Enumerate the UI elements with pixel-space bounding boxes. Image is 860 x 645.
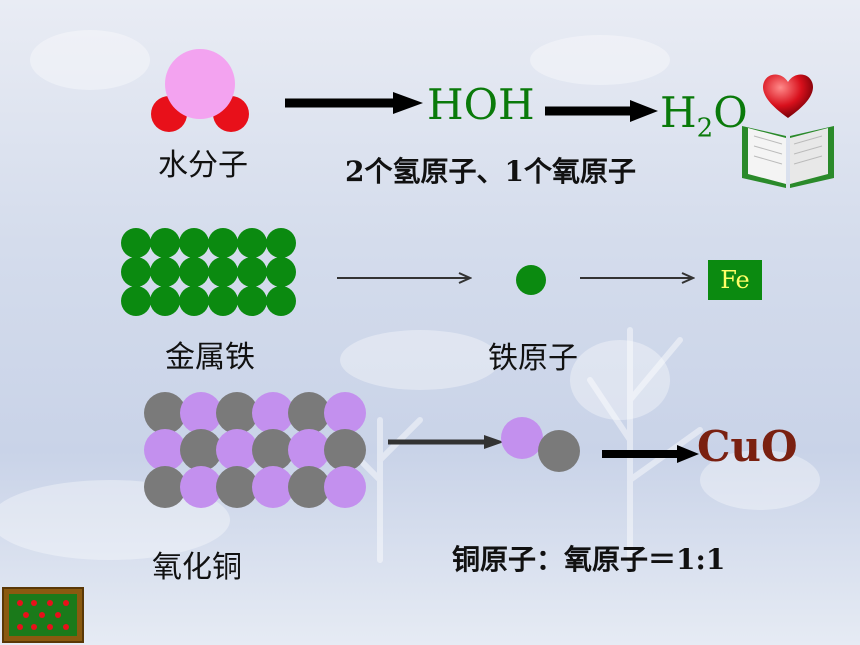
copper-oxide-lattice bbox=[144, 392, 366, 508]
oxygen-atom bbox=[144, 429, 186, 471]
copper-oxide-label: 氧化铜 bbox=[152, 550, 242, 585]
cuo-ratio-text: 铜原子：氧原子＝1:1 bbox=[452, 543, 726, 576]
slide-nav-button[interactable] bbox=[2, 587, 84, 643]
oxygen-atom bbox=[324, 466, 366, 508]
iron-atom bbox=[266, 228, 296, 258]
arrow-hoh-to-h2o bbox=[545, 100, 658, 122]
water-molecule bbox=[151, 49, 249, 132]
iron-atom bbox=[208, 257, 238, 287]
arrow-cuo-to-molecule bbox=[388, 435, 504, 449]
iron-atom bbox=[121, 228, 151, 258]
iron-atom bbox=[179, 286, 209, 316]
iron-atom bbox=[237, 286, 267, 316]
copper-atom bbox=[252, 429, 294, 471]
oxygen-atom bbox=[216, 429, 258, 471]
copper-atom bbox=[324, 429, 366, 471]
iron-atom bbox=[208, 286, 238, 316]
fe-symbol-box: Fe bbox=[708, 260, 762, 300]
arrow-molecule-to-cuo bbox=[602, 445, 699, 463]
oxygen-atom bbox=[252, 466, 294, 508]
oxygen-atom bbox=[501, 417, 543, 459]
oxygen-atom bbox=[252, 392, 294, 434]
copper-atom bbox=[216, 466, 258, 508]
metal-iron-lattice bbox=[121, 228, 296, 316]
oxygen-atom bbox=[165, 49, 235, 119]
copper-oxide-molecule bbox=[501, 417, 580, 472]
copper-atom bbox=[216, 392, 258, 434]
iron-atom bbox=[237, 228, 267, 258]
copper-atom bbox=[144, 466, 186, 508]
water-molecule-label: 水分子 bbox=[158, 148, 248, 183]
iron-atom bbox=[150, 228, 180, 258]
heart-book-icon bbox=[742, 74, 834, 188]
formula-cuo: CuO bbox=[697, 422, 798, 471]
arrow-atom-to-fe bbox=[580, 272, 695, 284]
formula-h2o-o: O bbox=[713, 88, 748, 137]
formula-hoh: HOH bbox=[427, 80, 535, 129]
iron-atom bbox=[266, 257, 296, 287]
iron-atom bbox=[208, 228, 238, 258]
formula-h2o-subscript: 2 bbox=[696, 113, 714, 144]
heart-icon bbox=[763, 74, 813, 118]
oxygen-atom bbox=[180, 392, 222, 434]
iron-atom bbox=[121, 286, 151, 316]
iron-atom bbox=[237, 257, 267, 287]
water-composition-text: 2个氢原子、1个氧原子 bbox=[345, 155, 636, 188]
formula-h2o: H2O bbox=[660, 88, 748, 143]
formula-h2o-h: H bbox=[660, 88, 697, 137]
copper-atom bbox=[288, 392, 330, 434]
iron-atom bbox=[150, 286, 180, 316]
iron-atom bbox=[179, 228, 209, 258]
copper-atom bbox=[180, 429, 222, 471]
iron-atom bbox=[516, 265, 546, 295]
iron-atom bbox=[179, 257, 209, 287]
iron-atom bbox=[121, 257, 151, 287]
copper-atom bbox=[144, 392, 186, 434]
metal-iron-label: 金属铁 bbox=[165, 340, 255, 375]
oxygen-atom bbox=[324, 392, 366, 434]
arrow-water-to-hoh bbox=[285, 92, 423, 114]
oxygen-atom bbox=[180, 466, 222, 508]
iron-atom bbox=[150, 257, 180, 287]
arrow-iron-to-atom bbox=[337, 272, 472, 284]
iron-atom-label: 铁原子 bbox=[488, 341, 578, 376]
book-icon bbox=[742, 126, 834, 188]
copper-atom bbox=[288, 466, 330, 508]
dotted-board-icon bbox=[9, 594, 77, 636]
copper-atom bbox=[538, 430, 580, 472]
iron-atom bbox=[266, 286, 296, 316]
oxygen-atom bbox=[288, 429, 330, 471]
fe-symbol: Fe bbox=[720, 266, 750, 294]
